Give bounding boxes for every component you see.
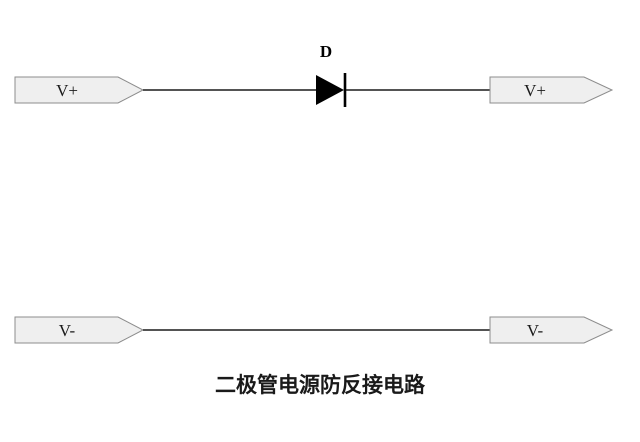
positive-rail: V+ D V+ bbox=[14, 42, 614, 107]
diode-symbol bbox=[316, 73, 347, 107]
diagram-caption: 二极管电源防反接电路 bbox=[215, 372, 426, 397]
diode-anode-triangle bbox=[316, 75, 344, 105]
diode-ref-label: D bbox=[320, 42, 332, 61]
negative-rail: V- V- bbox=[14, 316, 614, 344]
vminus-left-label: V- bbox=[59, 321, 76, 340]
vminus-right-label: V- bbox=[527, 321, 544, 340]
vplus-left-label: V+ bbox=[56, 81, 78, 100]
vplus-left-terminal bbox=[14, 76, 145, 104]
vminus-right-terminal bbox=[489, 316, 614, 344]
vplus-right-label: V+ bbox=[524, 81, 546, 100]
vplus-right-terminal bbox=[489, 76, 614, 104]
vminus-left-terminal bbox=[14, 316, 145, 344]
